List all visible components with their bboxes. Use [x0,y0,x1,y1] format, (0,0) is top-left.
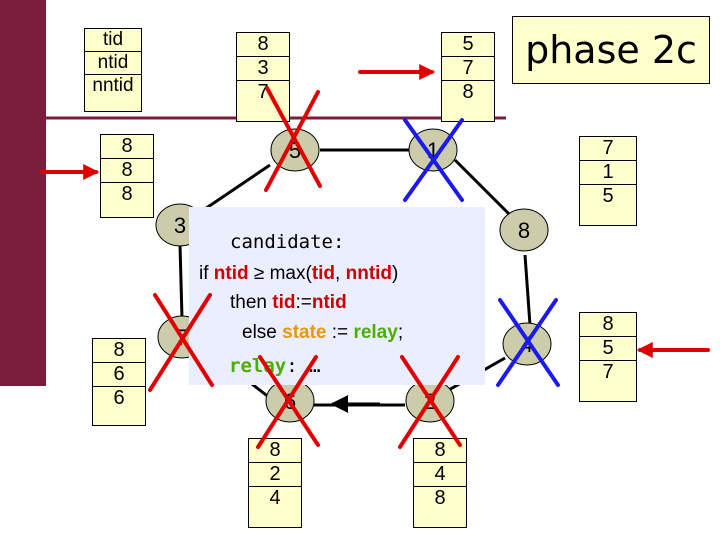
stack-right-upper: 7 1 5 [579,136,637,226]
if-arg-tid: tid [311,263,336,284]
legend-nntid: nntid [92,75,134,96]
stack-top-left-ntid: 3 [237,57,289,81]
candidate-then-line: then tid:=ntid [230,292,347,314]
sidebar-bar [0,0,46,386]
candidate-else-line: else state := relay; [242,322,403,344]
node-right-upper [499,208,549,252]
else-state: state [282,322,327,343]
stack-left-upper-nntid: 8 [121,183,133,205]
node-right-upper-label: 8 [518,218,530,243]
edge-leftlower-leftupper [178,244,184,319]
legend-box: tid ntid nntid [84,28,142,112]
relay-label: relay [229,355,287,377]
legend-tid: tid [85,29,141,52]
then-ntid: ntid [311,292,347,313]
stack-top-right-nntid: 8 [462,81,474,103]
stack-bottom-right-ntid: 4 [414,463,466,487]
stack-left-lower: 8 6 6 [92,338,146,426]
stack-bottom-left-ntid: 2 [249,463,301,487]
stack-bottom-right-tid: 8 [414,439,466,463]
stack-right-upper-tid: 7 [580,137,636,161]
legend-ntid: ntid [85,52,141,75]
else-relay: relay [353,322,398,343]
if-close: ) [392,263,399,284]
stack-right-lower-ntid: 5 [580,337,636,361]
if-prefix: if [199,263,214,284]
stack-bottom-left-nntid: 4 [269,487,281,509]
stack-left-upper: 8 8 8 [100,134,154,218]
stack-right-lower-nntid: 7 [602,361,614,383]
candidate-heading: candidate: [230,231,345,253]
node-bottom-left-label: 6 [284,389,296,414]
stack-bottom-left: 8 2 4 [248,438,302,528]
stack-right-lower: 8 5 7 [579,312,637,402]
else-operator: := [326,322,354,343]
relay-rest: : … [286,355,321,377]
stack-right-upper-ntid: 1 [580,161,636,185]
then-prefix: then [230,292,273,313]
else-prefix: else [242,322,283,343]
node-left-lower-label: 7 [176,325,188,350]
stack-left-upper-ntid: 8 [101,159,153,183]
candidate-relay-line: relay: … [229,355,321,377]
if-arg-nntid: nntid [345,263,393,284]
if-operator: ≥ max( [248,263,312,284]
node-left-upper-label: 3 [174,213,186,238]
stack-bottom-left-tid: 8 [249,439,301,463]
stack-bottom-right-nntid: 8 [434,487,446,509]
stack-top-left-nntid: 7 [257,81,269,103]
stack-left-upper-tid: 8 [101,135,153,159]
if-ntid: ntid [213,263,249,284]
stack-top-right: 5 7 8 [441,32,495,122]
node-top-right-label: 1 [427,138,439,163]
stack-left-lower-ntid: 6 [93,363,145,387]
node-right-lower-label: 4 [521,332,533,357]
if-comma: , [335,263,346,284]
stack-top-right-tid: 5 [442,33,494,57]
phase-label: phase 2c [512,16,710,84]
then-operator: := [295,292,312,313]
stack-right-lower-tid: 8 [580,313,636,337]
edge-leftupper-topleft [195,163,271,217]
then-tid: tid [272,292,296,313]
stack-top-left-tid: 8 [237,33,289,57]
node-bottom-right-label: 2 [424,389,436,414]
stack-top-left: 8 3 7 [236,32,290,122]
stack-left-lower-nntid: 6 [113,387,125,409]
else-semicolon: ; [397,322,404,343]
node-top-left-label: 5 [289,138,301,163]
stack-bottom-right: 8 4 8 [413,438,467,528]
candidate-if-line: if ntid ≥ max(tid, nntid) [199,263,398,285]
edge-topright-rightupper [453,158,512,217]
edge-rightupper-rightlower [523,254,532,326]
stack-left-lower-tid: 8 [93,339,145,363]
stack-right-upper-nntid: 5 [602,185,614,207]
stack-top-right-ntid: 7 [442,57,494,81]
